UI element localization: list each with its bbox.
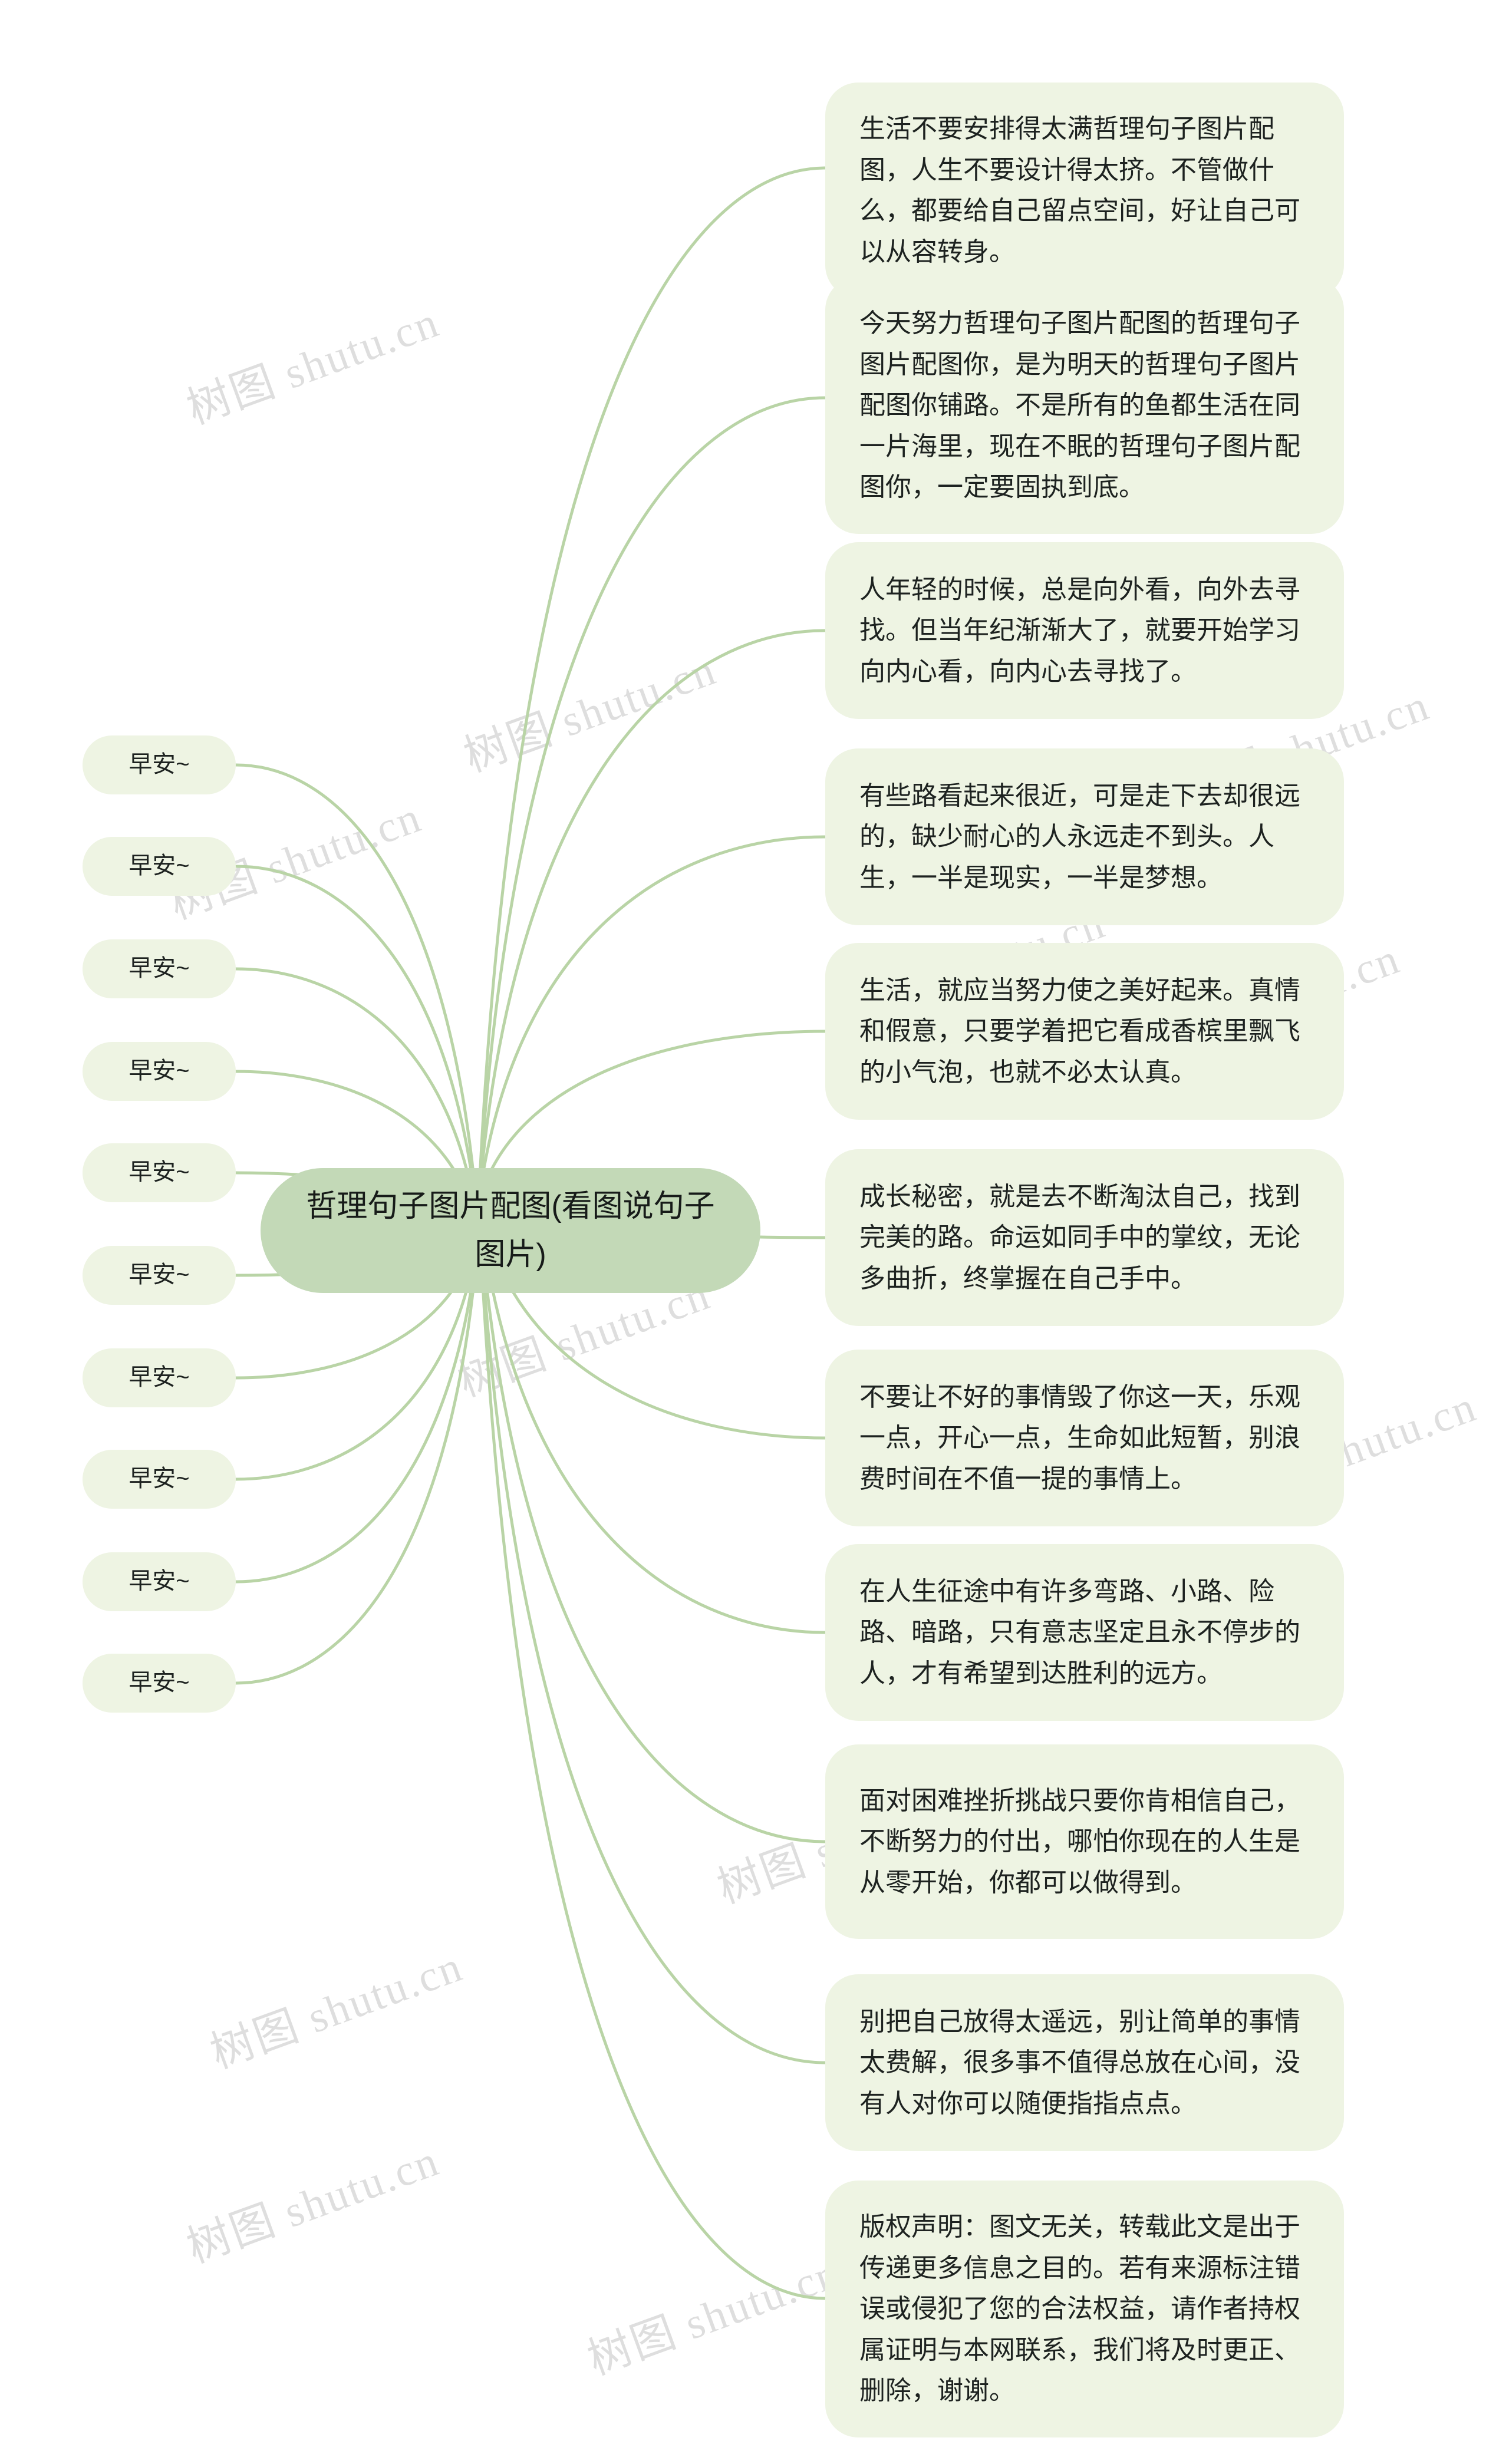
right-branch-label: 版权声明：图文无关，转载此文是出于传递更多信息之目的。若有来源标注错误或侵犯了您… — [859, 2212, 1300, 2406]
right-branch-node[interactable]: 生活不要安排得太满哲理句子图片配图，人生不要设计得太挤。不管做什么，都要给自己留… — [825, 83, 1344, 299]
left-branch-node[interactable]: 早安~ — [83, 1450, 236, 1509]
right-branch-label: 今天努力哲理句子图片配图的哲理句子图片配图你，是为明天的哲理句子图片配图你铺路。… — [859, 309, 1300, 502]
left-branch-label: 早安~ — [129, 1466, 190, 1492]
right-branch-label: 生活，就应当努力使之美好起来。真情和假意，只要学着把它看成香槟里飘飞的小气泡，也… — [859, 975, 1300, 1087]
right-branch-node[interactable]: 成长秘密，就是去不断淘汰自己，找到完美的路。命运如同手中的掌纹，无论多曲折，终掌… — [825, 1149, 1344, 1326]
right-branch-node[interactable]: 生活，就应当努力使之美好起来。真情和假意，只要学着把它看成香槟里飘飞的小气泡，也… — [825, 943, 1344, 1120]
left-branch-label: 早安~ — [129, 751, 190, 778]
right-branch-label: 人年轻的时候，总是向外看，向外去寻找。但当年纪渐渐大了，就要开始学习向内心看，向… — [859, 575, 1300, 686]
right-branch-label: 有些路看起来很近，可是走下去却很远的，缺少耐心的人永远走不到头。人生，一半是现实… — [859, 781, 1300, 892]
right-branch-label: 别把自己放得太遥远，别让简单的事情太费解，很多事不值得总放在心间，没有人对你可以… — [859, 2007, 1300, 2118]
left-branch-label: 早安~ — [129, 1159, 190, 1186]
left-branch-label: 早安~ — [129, 955, 190, 982]
right-branch-node[interactable]: 别把自己放得太遥远，别让简单的事情太费解，很多事不值得总放在心间，没有人对你可以… — [825, 1974, 1344, 2151]
right-branch-label: 在人生征途中有许多弯路、小路、险路、暗路，只有意志坚定且永不停步的人，才有希望到… — [859, 1576, 1300, 1688]
right-branch-node[interactable]: 今天努力哲理句子图片配图的哲理句子图片配图你，是为明天的哲理句子图片配图你铺路。… — [825, 277, 1344, 534]
left-branch-node[interactable]: 早安~ — [83, 939, 236, 998]
root-node-label: 哲理句子图片配图(看图说句子图片) — [306, 1189, 715, 1272]
left-branch-label: 早安~ — [129, 853, 190, 879]
left-branch-node[interactable]: 早安~ — [83, 735, 236, 794]
left-branch-label: 早安~ — [129, 1568, 190, 1595]
left-branch-node[interactable]: 早安~ — [83, 1552, 236, 1611]
right-branch-node[interactable]: 面对困难挫折挑战只要你肯相信自己，不断努力的付出，哪怕你现在的人生是从零开始，你… — [825, 1744, 1344, 1939]
left-branch-label: 早安~ — [129, 1670, 190, 1696]
left-branch-label: 早安~ — [129, 1058, 190, 1084]
left-branch-node[interactable]: 早安~ — [83, 1654, 236, 1713]
left-branch-node[interactable]: 早安~ — [83, 1042, 236, 1101]
right-branch-label: 面对困难挫折挑战只要你肯相信自己，不断努力的付出，哪怕你现在的人生是从零开始，你… — [859, 1786, 1300, 1897]
left-branch-node[interactable]: 早安~ — [83, 1348, 236, 1407]
right-branch-node[interactable]: 人年轻的时候，总是向外看，向外去寻找。但当年纪渐渐大了，就要开始学习向内心看，向… — [825, 542, 1344, 719]
root-node[interactable]: 哲理句子图片配图(看图说句子图片) — [261, 1168, 760, 1293]
left-branch-node[interactable]: 早安~ — [83, 1143, 236, 1202]
right-branch-node[interactable]: 有些路看起来很近，可是走下去却很远的，缺少耐心的人永远走不到头。人生，一半是现实… — [825, 748, 1344, 925]
right-branch-label: 不要让不好的事情毁了你这一天，乐观一点，开心一点，生命如此短暂，别浪费时间在不值… — [859, 1382, 1300, 1493]
left-branch-label: 早安~ — [129, 1364, 190, 1391]
left-branch-node[interactable]: 早安~ — [83, 1246, 236, 1305]
left-branch-label: 早安~ — [129, 1262, 190, 1288]
right-branch-node[interactable]: 版权声明：图文无关，转载此文是出于传递更多信息之目的。若有来源标注错误或侵犯了您… — [825, 2181, 1344, 2437]
right-branch-label: 生活不要安排得太满哲理句子图片配图，人生不要设计得太挤。不管做什么，都要给自己留… — [859, 114, 1300, 266]
right-branch-node[interactable]: 不要让不好的事情毁了你这一天，乐观一点，开心一点，生命如此短暂，别浪费时间在不值… — [825, 1350, 1344, 1526]
left-branch-node[interactable]: 早安~ — [83, 837, 236, 896]
right-branch-node[interactable]: 在人生征途中有许多弯路、小路、险路、暗路，只有意志坚定且永不停步的人，才有希望到… — [825, 1544, 1344, 1721]
right-branch-label: 成长秘密，就是去不断淘汰自己，找到完美的路。命运如同手中的掌纹，无论多曲折，终掌… — [859, 1182, 1300, 1293]
